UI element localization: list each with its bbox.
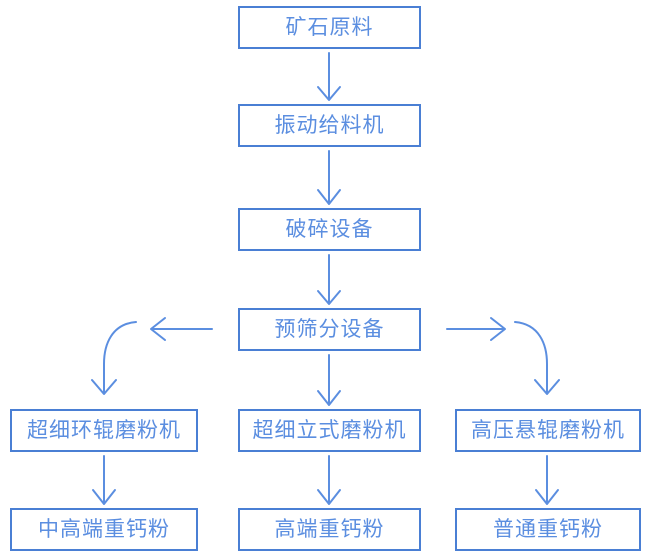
node-ultrafine-vertical-mill[interactable]: 超细立式磨粉机 bbox=[238, 409, 421, 452]
node-pre-screening-equipment[interactable]: 预筛分设备 bbox=[238, 308, 421, 351]
node-ordinary-heavy-calcium-powder[interactable]: 普通重钙粉 bbox=[455, 508, 641, 551]
arrow-raw-ore-to-vibrating-feeder bbox=[317, 52, 341, 101]
node-mid-high-end-heavy-calcium-powder[interactable]: 中高端重钙粉 bbox=[10, 508, 198, 551]
arrow-pre-screening-to-ultrafine-vertical-mill bbox=[317, 354, 341, 406]
arrow-pre-screening-branch-left bbox=[150, 317, 213, 341]
arrow-left-elbow-to-ultrafine-ring-roller-mill bbox=[91, 321, 137, 395]
arrow-crushing-equipment-to-pre-screening bbox=[317, 254, 341, 305]
node-raw-ore[interactable]: 矿石原料 bbox=[238, 6, 421, 49]
node-ultrafine-ring-roller-mill[interactable]: 超细环辊磨粉机 bbox=[10, 409, 198, 452]
node-crushing-equipment[interactable]: 破碎设备 bbox=[238, 208, 421, 251]
arrow-right-elbow-to-high-pressure-suspension-roller-mill bbox=[514, 321, 560, 395]
node-high-pressure-suspension-roller-mill[interactable]: 高压悬辊磨粉机 bbox=[455, 409, 641, 452]
arrow-vibrating-feeder-to-crushing-equipment bbox=[317, 150, 341, 205]
arrow-suspension-roller-mill-to-ordinary-powder bbox=[535, 455, 559, 505]
arrow-ring-roller-mill-to-mid-high-end-powder bbox=[92, 455, 116, 505]
node-vibrating-feeder[interactable]: 振动给料机 bbox=[238, 104, 421, 147]
arrow-vertical-mill-to-high-end-powder bbox=[317, 455, 341, 505]
arrow-pre-screening-branch-right bbox=[446, 317, 506, 341]
node-high-end-heavy-calcium-powder[interactable]: 高端重钙粉 bbox=[238, 508, 421, 551]
